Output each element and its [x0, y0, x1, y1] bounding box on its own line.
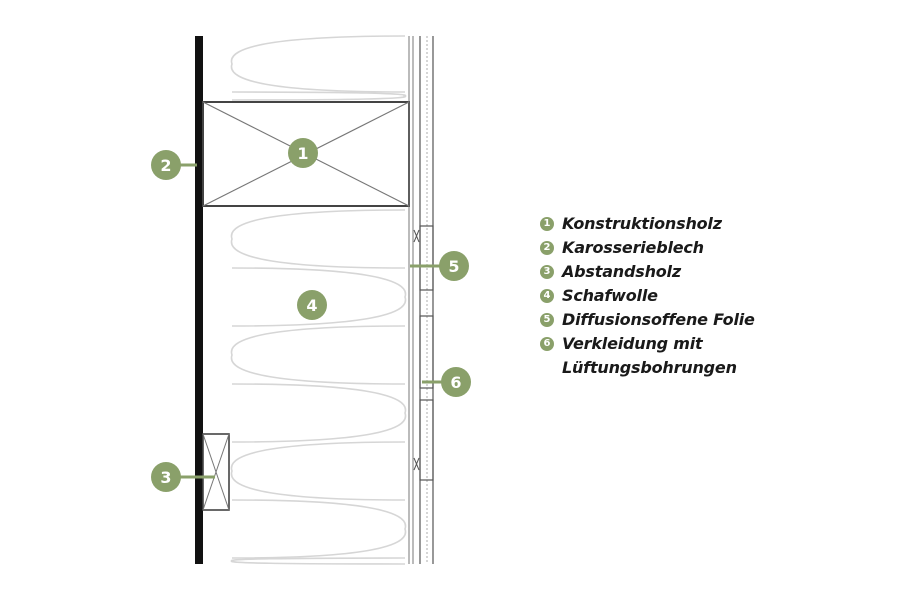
- marker-2-label: 2: [160, 156, 171, 175]
- legend-item-3: 3 Abstandsholz: [540, 260, 880, 284]
- marker-1: 1: [288, 138, 318, 168]
- diffusion-membrane: [408, 36, 414, 564]
- legend-label-2: Karosserieblech: [562, 238, 704, 257]
- legend-item-2: 2 Karosserieblech: [540, 236, 880, 260]
- insulation-loop: [231, 499, 407, 559]
- marker-4: 4: [297, 290, 327, 320]
- marker-3-label: 3: [160, 468, 171, 487]
- construction-timber: [202, 101, 410, 207]
- insulation-loop: [230, 441, 406, 501]
- insulation-loop: [231, 383, 407, 443]
- legend-badge-3: 3: [540, 265, 554, 279]
- legend-label-3: Abstandsholz: [562, 262, 681, 281]
- legend-item-6: 6 Verkleidung mit Lüftungsbohrungen: [540, 332, 880, 380]
- legend-label-6: Verkleidung mit Lüftungsbohrungen: [562, 334, 737, 377]
- legend-badge-2: 2: [540, 241, 554, 255]
- marker-4-label: 4: [306, 296, 317, 315]
- marker-6-label: 6: [450, 373, 461, 392]
- insulation-wool-pattern: [230, 35, 407, 565]
- insulation-loop: [230, 325, 406, 385]
- marker-2: 2: [151, 150, 181, 180]
- insulation-loop: [231, 91, 407, 101]
- insulation-loop: [230, 557, 406, 565]
- spacer-timber: [202, 433, 230, 511]
- legend-badge-6: 6: [540, 337, 554, 351]
- legend-badge-1: 1: [540, 217, 554, 231]
- legend-item-1: 1 Konstruktionsholz: [540, 212, 880, 236]
- legend-label-5: Diffusionsoffene Folie: [562, 310, 755, 329]
- insulation-loop: [230, 209, 406, 269]
- legend-item-5: 5 Diffusionsoffene Folie: [540, 308, 880, 332]
- legend-item-4: 4 Schafwolle: [540, 284, 880, 308]
- marker-3: 3: [151, 462, 181, 492]
- legend-badge-4: 4: [540, 289, 554, 303]
- cladding-layer: [413, 36, 434, 564]
- legend-badge-5: 5: [540, 313, 554, 327]
- legend-label-4: Schafwolle: [562, 286, 658, 305]
- leader-lines: [168, 163, 454, 479]
- legend: 1 Konstruktionsholz 2 Karosserieblech 3 …: [540, 212, 880, 380]
- marker-1-label: 1: [297, 144, 308, 163]
- sheet-metal-layer: [195, 36, 203, 564]
- marker-6: 6: [441, 367, 471, 397]
- marker-5-label: 5: [448, 257, 459, 276]
- insulation-loop: [230, 35, 406, 93]
- marker-5: 5: [439, 251, 469, 281]
- insulation-loop: [231, 267, 407, 327]
- legend-label-1: Konstruktionsholz: [562, 214, 722, 233]
